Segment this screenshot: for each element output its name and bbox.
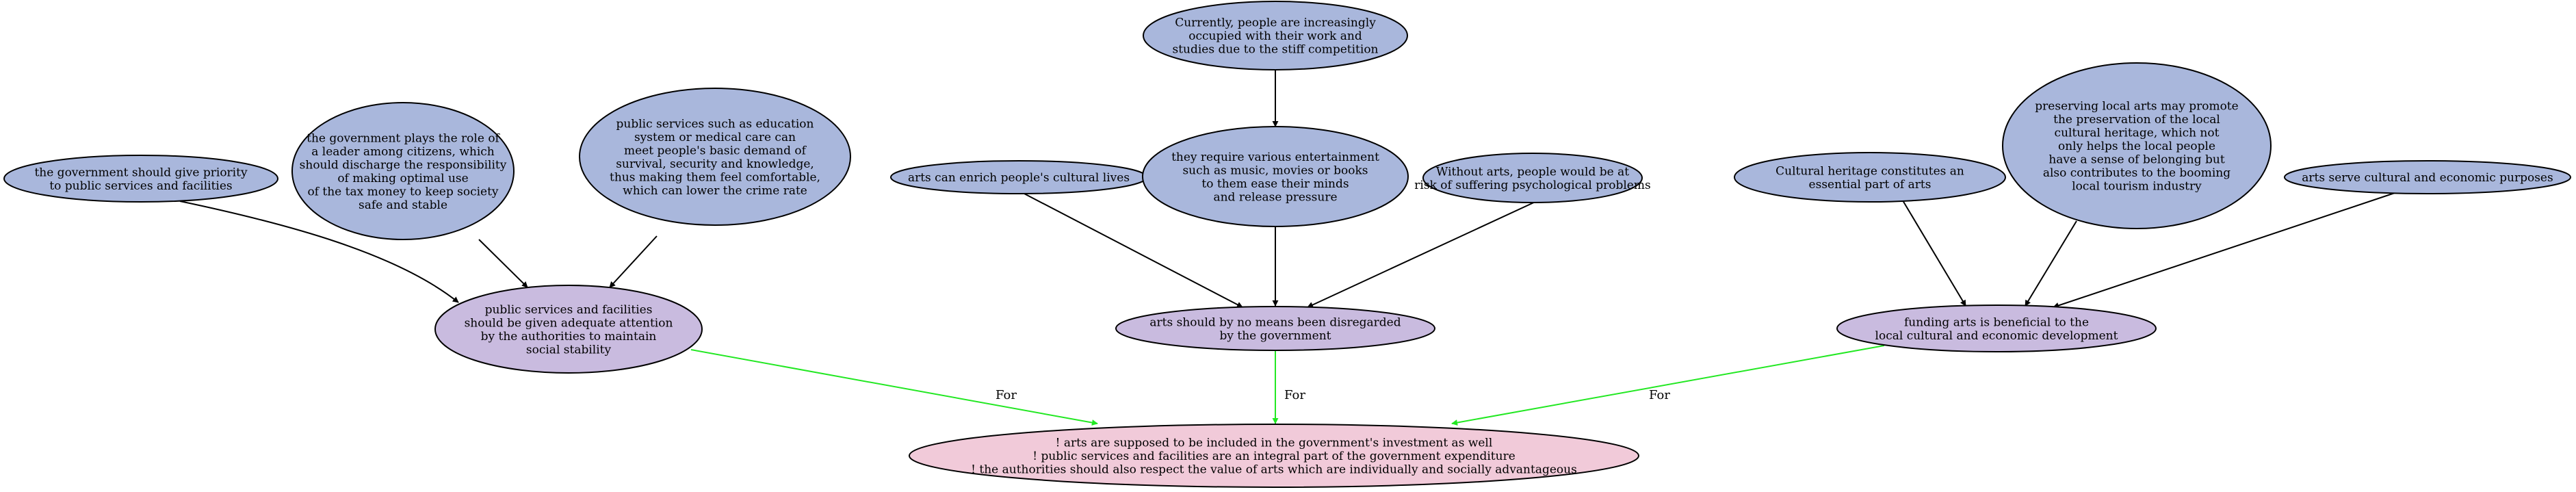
- edge-label-c_funding: For: [1649, 388, 1670, 402]
- node-text-line: the preservation of the local: [2053, 113, 2220, 127]
- premise-ellipse: [2002, 62, 2272, 229]
- node-text-line: the government plays the role of: [307, 131, 500, 145]
- node-text-line: public services and facilities: [485, 303, 653, 317]
- node-text-line: and release pressure: [1213, 190, 1337, 204]
- node-text-line: public services such as education: [616, 117, 814, 131]
- edges-layer: For For For: [179, 70, 2395, 426]
- edge-n_purposes-to-c_funding: [2053, 192, 2395, 309]
- node-c_arts: arts should by no means been disregarded…: [1115, 306, 1435, 351]
- node-text-line: such as music, movies or books: [1182, 164, 1368, 177]
- node-n_heritage: Cultural heritage constitutes anessentia…: [1734, 152, 2006, 203]
- premise-ellipse: [1142, 126, 1409, 227]
- node-text-line: survival, security and knowledge,: [616, 157, 814, 171]
- node-text-line: occupied with their work and: [1188, 29, 1362, 43]
- node-text-line: only helps the local people: [2058, 140, 2215, 153]
- node-text-line: ! public services and facilities are an …: [1032, 450, 1515, 463]
- node-text-line: to them ease their minds: [1201, 177, 1349, 191]
- edge-c_funding-to-conclusion: [1451, 345, 1885, 426]
- node-text-line: local tourism industry: [2072, 180, 2202, 194]
- node-text-line: which can lower the crime rate: [623, 184, 807, 198]
- node-text-line: essential part of arts: [1809, 178, 1931, 192]
- node-text-line: should discharge the responsibility: [300, 158, 507, 172]
- edge-n_heritage-to-c_funding: [1902, 200, 1966, 307]
- node-text-line: safe and stable: [359, 198, 447, 212]
- node-text-line: Without arts, people would be at: [1436, 165, 1629, 179]
- node-text-line: also contributes to the booming: [2043, 166, 2230, 180]
- node-text-line: have a sense of belonging but: [2048, 153, 2224, 167]
- node-text-line: should be given adequate attention: [465, 316, 673, 330]
- node-text-line: by the government: [1220, 329, 1331, 343]
- premise-ellipse: [3, 155, 278, 203]
- node-text-line: risk of suffering psychological problems: [1414, 179, 1650, 192]
- claim-ellipse: [1836, 305, 2157, 352]
- edge-n_education-to-c_public: [609, 235, 658, 288]
- node-n_leader: the government plays the role ofa leader…: [291, 102, 515, 240]
- node-text-line: by the authorities to maintain: [481, 330, 657, 344]
- node-text-line: local cultural and economic development: [1875, 329, 2118, 343]
- node-text-line: thus making them feel comfortable,: [610, 170, 820, 184]
- edge-label-c_public: For: [996, 388, 1017, 402]
- node-text-line: a leader among citizens, which: [311, 145, 495, 159]
- node-text-line: meet people's basic demand of: [624, 144, 807, 157]
- node-n_busy: Currently, people are increasinglyoccupi…: [1143, 1, 1408, 70]
- premise-ellipse: [1143, 1, 1408, 70]
- node-text-line: studies due to the stiff competition: [1172, 43, 1378, 57]
- edge-label-c_arts: For: [1284, 388, 1305, 402]
- node-text-line: preserving local arts may promote: [2035, 100, 2238, 114]
- node-n_enrich: arts can enrich people's cultural lives: [890, 160, 1147, 194]
- node-text-line: they require various entertainment: [1171, 151, 1379, 164]
- premise-ellipse: [291, 102, 515, 240]
- node-text-line: the government should give priority: [34, 166, 248, 179]
- premise-ellipse: [1422, 153, 1643, 203]
- edge-n_enrich-to-c_arts: [1024, 193, 1243, 308]
- node-conclusion: ! arts are supposed to be included in th…: [909, 424, 1639, 488]
- node-text-line: of the tax money to keep society: [307, 185, 498, 198]
- claim-ellipse: [1115, 306, 1435, 351]
- node-text-line: social stability: [526, 343, 612, 357]
- node-text-line: arts can enrich people's cultural lives: [908, 171, 1130, 185]
- edge-c_public-to-conclusion: [690, 349, 1098, 426]
- node-text-line: arts serve cultural and economic purpose…: [2302, 171, 2553, 185]
- edge-n_without-to-c_arts: [1307, 200, 1537, 308]
- premise-ellipse: [2284, 160, 2571, 194]
- node-text-line: ! arts are supposed to be included in th…: [1056, 437, 1493, 450]
- edge-n_local-to-c_funding: [2025, 220, 2077, 307]
- node-text-line: Cultural heritage constitutes an: [1775, 164, 1964, 178]
- node-n_purposes: arts serve cultural and economic purpose…: [2284, 160, 2571, 194]
- node-text-line: arts should by no means been disregarded: [1149, 315, 1401, 329]
- conclusion-ellipse: [909, 424, 1639, 488]
- premise-ellipse: [579, 88, 851, 226]
- node-text-line: Currently, people are increasingly: [1175, 16, 1376, 30]
- node-text-line: system or medical care can: [634, 131, 796, 144]
- node-text-line: funding arts is beneficial to the: [1904, 315, 2089, 329]
- node-text-line: to public services and facilities: [49, 179, 232, 193]
- edge-n_priority-to-c_public: [179, 200, 459, 303]
- node-text-line: ! the authorities should also respect th…: [971, 463, 1577, 477]
- node-text-line: of making optimal use: [337, 172, 468, 185]
- premise-ellipse: [1734, 152, 2006, 203]
- claim-ellipse: [434, 285, 703, 374]
- node-text-line: cultural heritage, which not: [2055, 127, 2220, 140]
- edge-n_leader-to-c_public: [478, 239, 528, 288]
- node-n_education: public services such as educationsystem …: [579, 88, 851, 226]
